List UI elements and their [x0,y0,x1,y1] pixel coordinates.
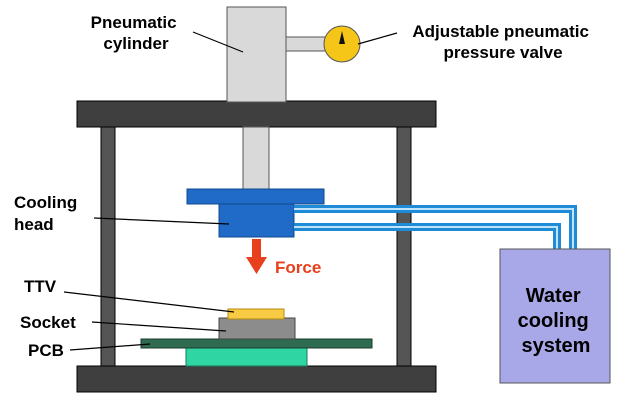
pneumatic-cylinder [226,6,287,103]
leader-pcb [69,343,151,351]
base-plate [76,365,437,393]
leader-cooling-head [93,217,230,225]
label-water-line1: Water [526,285,581,307]
right-column [396,126,412,370]
label-water-line3: system [522,335,591,357]
label-pneumatic-cylinder-line2: cylinder [103,34,169,53]
cooling-head-flange [186,188,325,205]
force-arrow-head [246,257,267,274]
leader-ttv [63,291,235,313]
water-pipe-lower [294,223,561,249]
ttv [227,308,285,320]
pcb-board [140,338,373,349]
left-column [100,126,116,370]
leader-valve [357,32,398,45]
label-force: Force [275,258,321,277]
label-socket: Socket [20,313,76,332]
valve-needle-icon [339,31,345,44]
socket [218,317,296,340]
label-pneumatic-cylinder: Pneumatic cylinder [91,13,182,53]
water-pipe-upper-highlight [294,208,574,249]
label-pressure-valve: Adjustable pneumatic pressure valve [412,22,593,62]
leader-cylinder [192,31,244,53]
leader-socket [91,321,227,332]
label-cooling-head: Cooling head [14,193,82,234]
label-pneumatic-cylinder-line1: Pneumatic [91,13,177,32]
label-water-cooling-system: Water cooling system [518,285,595,357]
top-beam [76,100,437,128]
cooling-head-block [218,203,295,238]
label-pcb: PCB [28,341,64,360]
label-water-line2: cooling [518,310,589,332]
label-cooling-head-line2: head [14,215,54,234]
label-cooling-head-line1: Cooling [14,193,77,212]
valve-connector [285,36,327,52]
force-arrow-shaft [252,239,261,258]
label-pressure-valve-line2: pressure valve [443,43,562,62]
label-ttv: TTV [24,277,57,296]
water-cooling-tank [499,248,611,384]
water-pipe-lower-highlight [294,226,558,249]
label-pressure-valve-line1: Adjustable pneumatic [412,22,589,41]
piston-rod [242,126,270,190]
